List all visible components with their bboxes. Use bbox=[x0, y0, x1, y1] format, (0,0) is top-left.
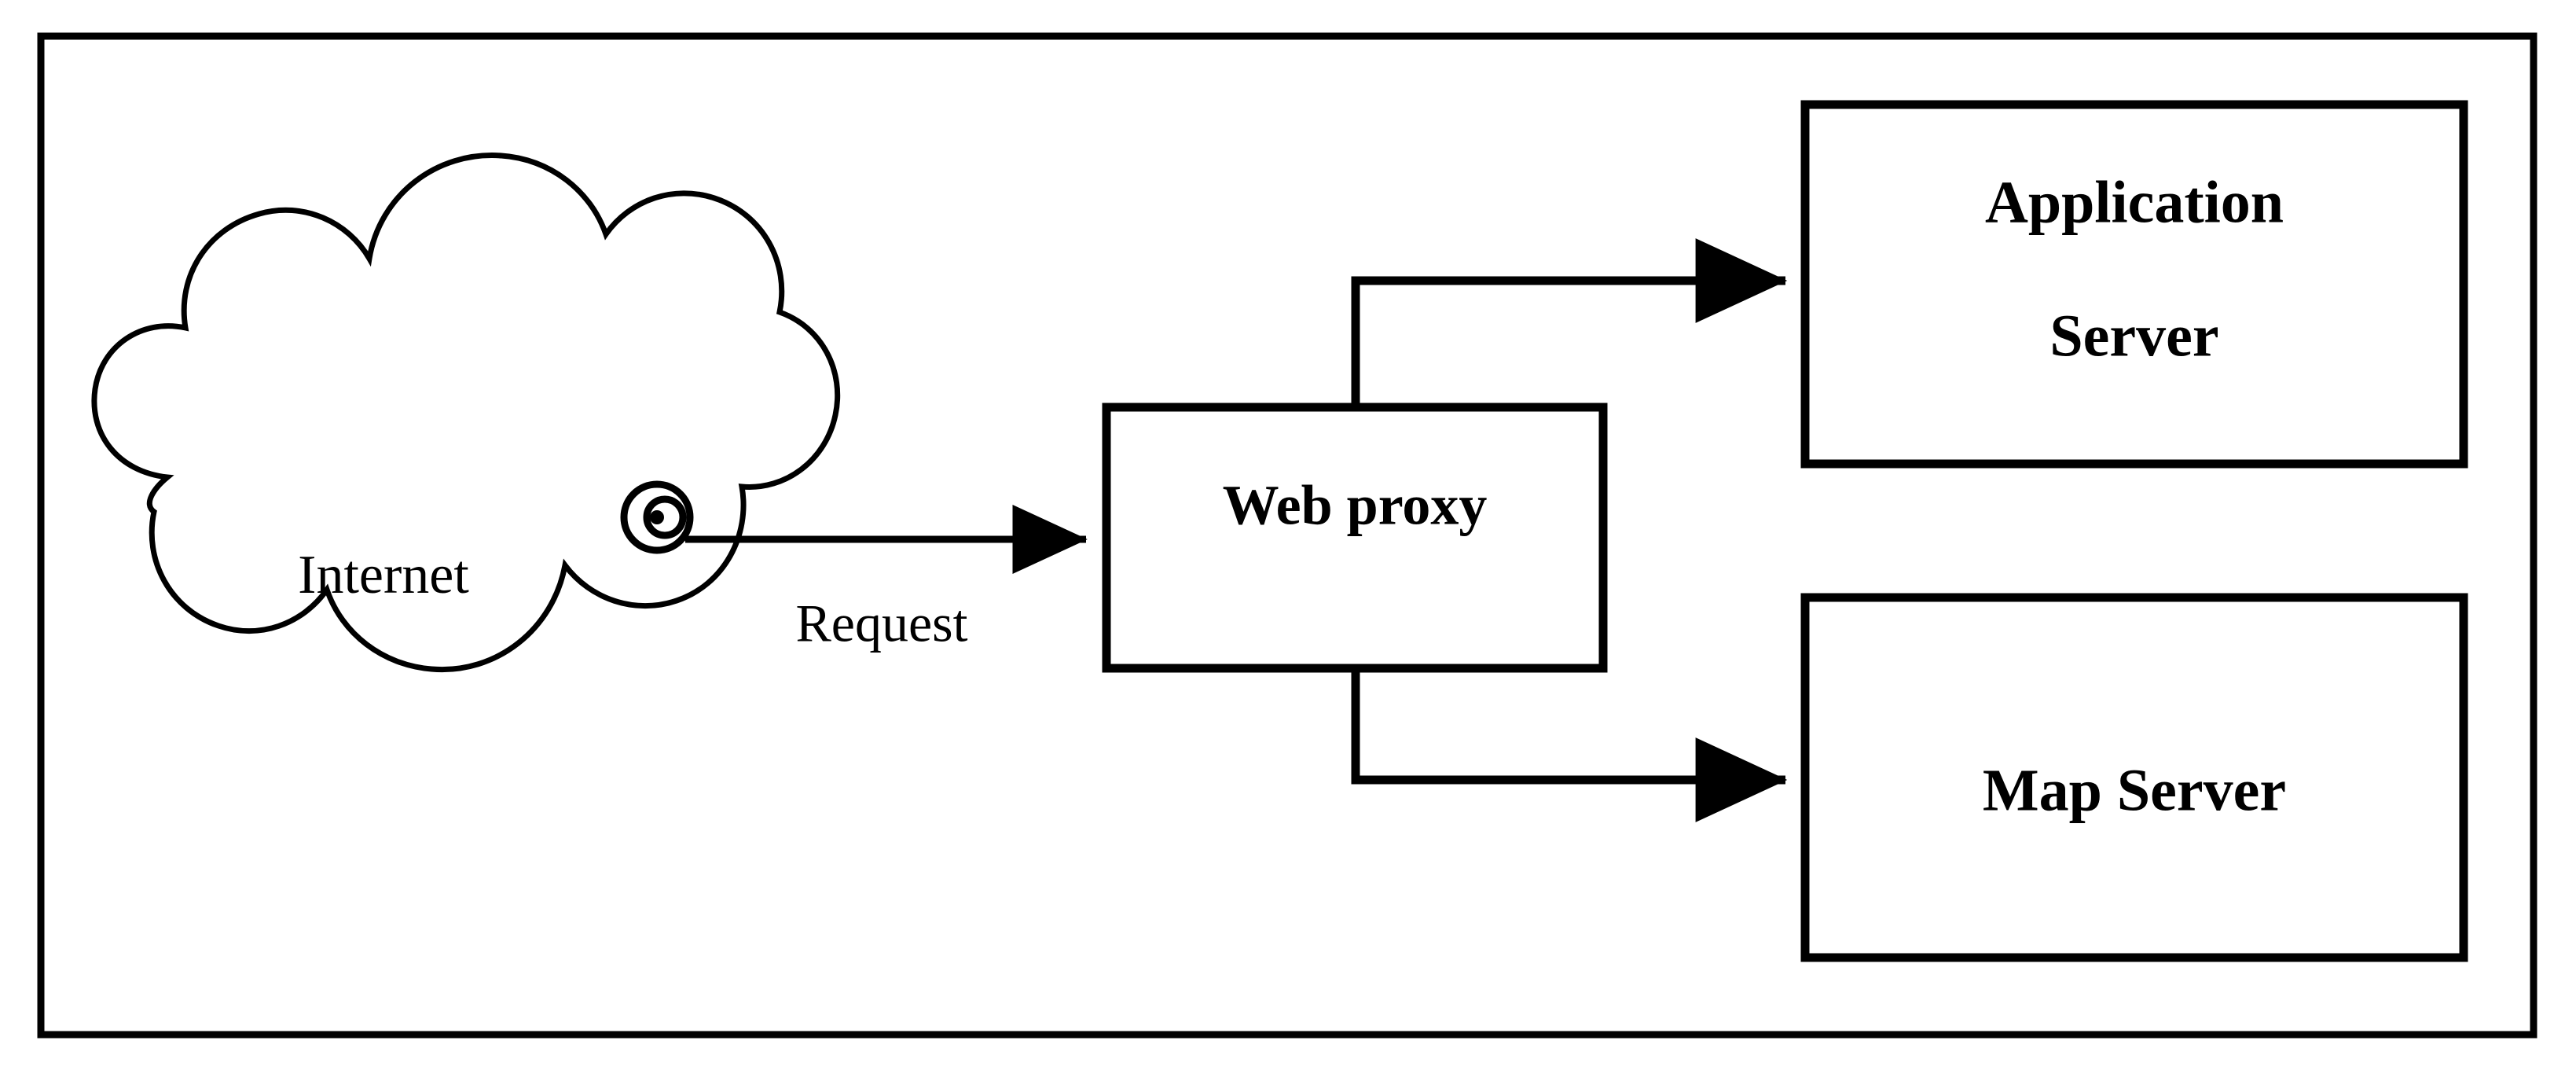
connector-proxy-to-map-server bbox=[1351, 668, 1788, 822]
internet-cloud-node[interactable]: Internet bbox=[91, 153, 841, 673]
map-server-label: Map Server bbox=[1983, 757, 2286, 823]
web-proxy-label: Web proxy bbox=[1223, 474, 1488, 537]
connector-internet-to-proxy: Request bbox=[685, 504, 1088, 653]
application-server-label-line2: Server bbox=[2049, 303, 2218, 369]
map-server-node[interactable]: Map Server bbox=[1800, 593, 2468, 962]
map-server-arrow-line bbox=[1351, 668, 1788, 822]
internet-label: Internet bbox=[298, 545, 469, 605]
application-server-box bbox=[1800, 100, 2468, 469]
outer-frame bbox=[37, 32, 2537, 1039]
web-proxy-box bbox=[1102, 403, 1608, 673]
connector-proxy-to-application-server bbox=[1351, 238, 1788, 407]
map-server-box bbox=[1800, 593, 2468, 962]
network-port-icon bbox=[620, 480, 694, 554]
request-label: Request bbox=[795, 594, 967, 653]
web-proxy-node[interactable]: Web proxy bbox=[1102, 403, 1608, 673]
application-server-label-line1: Application bbox=[1985, 169, 2284, 235]
application-server-node[interactable]: Application Server bbox=[1800, 100, 2468, 469]
application-server-arrow-line bbox=[1351, 238, 1788, 407]
